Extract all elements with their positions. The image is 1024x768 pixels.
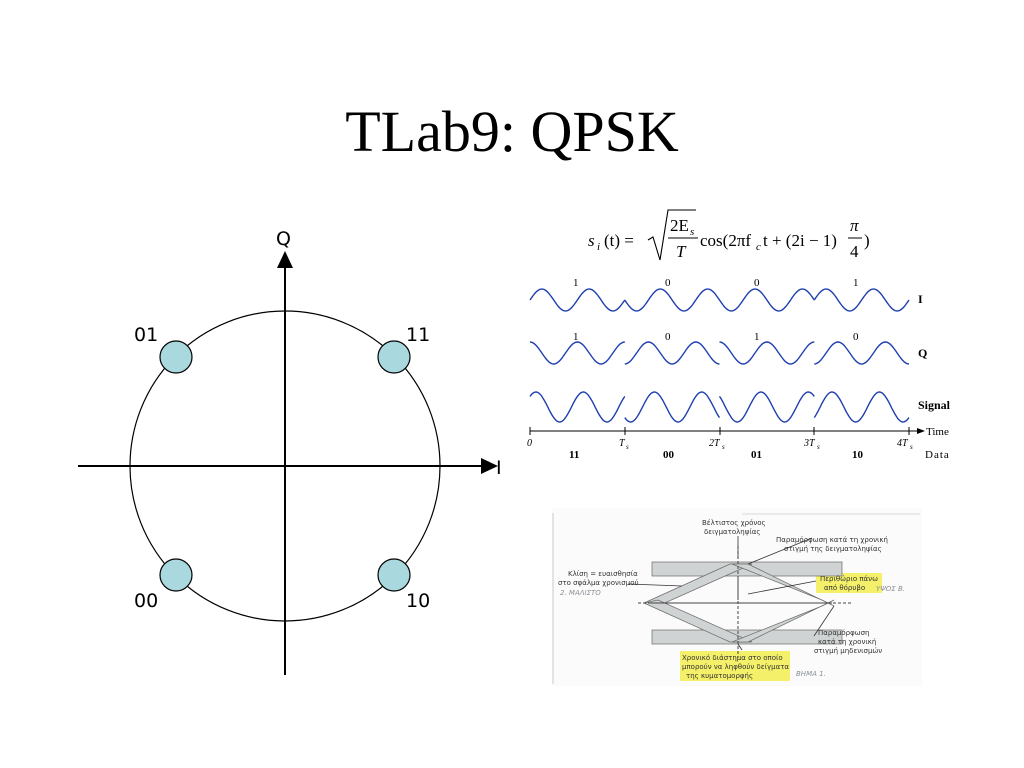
i-bit-0: 1 (573, 277, 579, 289)
label-window-2: μπορούν να ληφθούν δείγματα (682, 663, 789, 671)
row-label-q: Q (918, 346, 927, 360)
highlight-margin (816, 573, 882, 593)
q-axis-arrow (277, 251, 293, 268)
data-symbol-3: 10 (852, 449, 864, 461)
symbol-label-01: 01 (134, 324, 158, 346)
formula-pi-num: π (850, 216, 859, 235)
formula-lhs-sub: i (597, 241, 600, 253)
leader-dist-top (747, 537, 813, 565)
handwriting-right: ΥΨΟΣ Β. (876, 585, 905, 593)
formula-numerator: 2E (670, 216, 689, 235)
formula-sqrt-sign (647, 209, 696, 261)
label-margin: Περιθώριο πάνω (820, 575, 878, 583)
tick-sub-4: s (910, 443, 913, 451)
signal-waveform (529, 391, 910, 423)
label-optimal-time-2: δειγματοληψίας (704, 528, 760, 536)
time-axis-arrow (917, 428, 925, 434)
tick-sub-2: s (722, 443, 725, 451)
symbol-point-10 (377, 558, 411, 592)
highlight-window (680, 651, 790, 681)
formula-cos-sub: c (756, 241, 761, 253)
eye-diagram: Βέλτιστος χρόνος δειγματοληψίας Παραμόρφ… (552, 508, 922, 686)
label-margin-2: από θόρυβο (824, 584, 865, 592)
label-dist-bottom: Παραμόρφωση (818, 629, 869, 637)
formula-cos: cos(2πf (700, 231, 751, 250)
slide-title: TLab9: QPSK (345, 99, 679, 164)
handwriting-bottom: ΒΗΜΑ 1. (796, 670, 826, 678)
label-dist-bottom-3: στιγμή μηδενισμών (814, 647, 882, 655)
data-symbol-2: 01 (751, 449, 762, 461)
eye-fall-band-right (731, 599, 835, 643)
data-symbol-0: 11 (569, 449, 579, 461)
formula-lhs-arg: (t) = (604, 231, 634, 250)
label-window: Χρονικό διάστημα στο οποίο (682, 654, 783, 662)
symbol-label-11: 11 (406, 324, 430, 346)
formula-close: ) (864, 231, 870, 250)
q-bit-3: 0 (853, 331, 859, 343)
symbol-label-00: 00 (134, 590, 158, 612)
row-label-signal: Signal (918, 398, 951, 412)
label-dist-top-2: στιγμή της δειγματοληψίας (784, 545, 882, 553)
i-bit-1: 0 (665, 277, 671, 289)
handwriting-left: 2. ΜΑΛΙΣΤΟ (560, 589, 601, 597)
leader-dist-bottom (813, 605, 835, 637)
symbol-label-10: 10 (406, 590, 430, 612)
q-bit-0: 1 (573, 331, 579, 343)
label-slope-2: στο σφάλμα χρονισμού (558, 579, 639, 587)
label-dist-top: Παραμόρφωση κατά τη χρονική (776, 536, 888, 544)
qpsk-formula: s i (t) = 2E s T cos(2πf c t + (2i − 1) … (588, 209, 870, 261)
i-bit-2: 0 (754, 277, 760, 289)
formula-lhs: s (588, 231, 595, 250)
q-bit-2: 1 (754, 331, 760, 343)
tick-label-3: 3T (803, 438, 816, 449)
leader-margin (747, 580, 817, 595)
data-label: Data (925, 449, 950, 461)
tick-label-4: 4T (897, 438, 909, 449)
i-axis-label: I (496, 457, 502, 479)
label-window-3: της κυματομορφής (686, 672, 753, 680)
formula-cos-rest: t + (2i − 1) (763, 231, 837, 250)
i-waveform (529, 288, 910, 312)
leader-slope (627, 583, 683, 587)
qpsk-waveform-panel: s i (t) = 2E s T cos(2πf c t + (2i − 1) … (527, 209, 951, 461)
i-bit-3: 1 (853, 277, 859, 289)
formula-numerator-sub: s (690, 226, 694, 238)
symbol-point-00 (159, 558, 193, 592)
tick-label-2: 2T (709, 438, 721, 449)
tick-sub-1: s (626, 443, 629, 451)
symbol-point-11 (377, 340, 411, 374)
leader-window (737, 643, 743, 651)
q-bit-1: 0 (665, 331, 671, 343)
label-slope: Κλίση = ευαισθησία (568, 570, 638, 578)
qpsk-constellation: Q I 01 11 00 10 (78, 228, 502, 675)
formula-denominator: T (676, 242, 687, 261)
q-axis-label: Q (276, 228, 291, 250)
label-optimal-time: Βέλτιστος χρόνος (702, 519, 766, 527)
time-label: Time (926, 426, 949, 438)
eye-fall-band (642, 599, 753, 643)
data-symbol-1: 00 (663, 449, 675, 461)
q-waveform (529, 341, 910, 365)
tick-label-0: 0 (527, 438, 532, 449)
label-dist-bottom-2: κατά τη χρονική (818, 638, 876, 646)
i-axis-arrow (481, 458, 498, 474)
formula-pi-den: 4 (850, 242, 859, 261)
row-label-i: I (918, 292, 923, 306)
symbol-point-01 (159, 340, 193, 374)
tick-sub-3: s (817, 443, 820, 451)
tick-label-1: T (619, 438, 626, 449)
